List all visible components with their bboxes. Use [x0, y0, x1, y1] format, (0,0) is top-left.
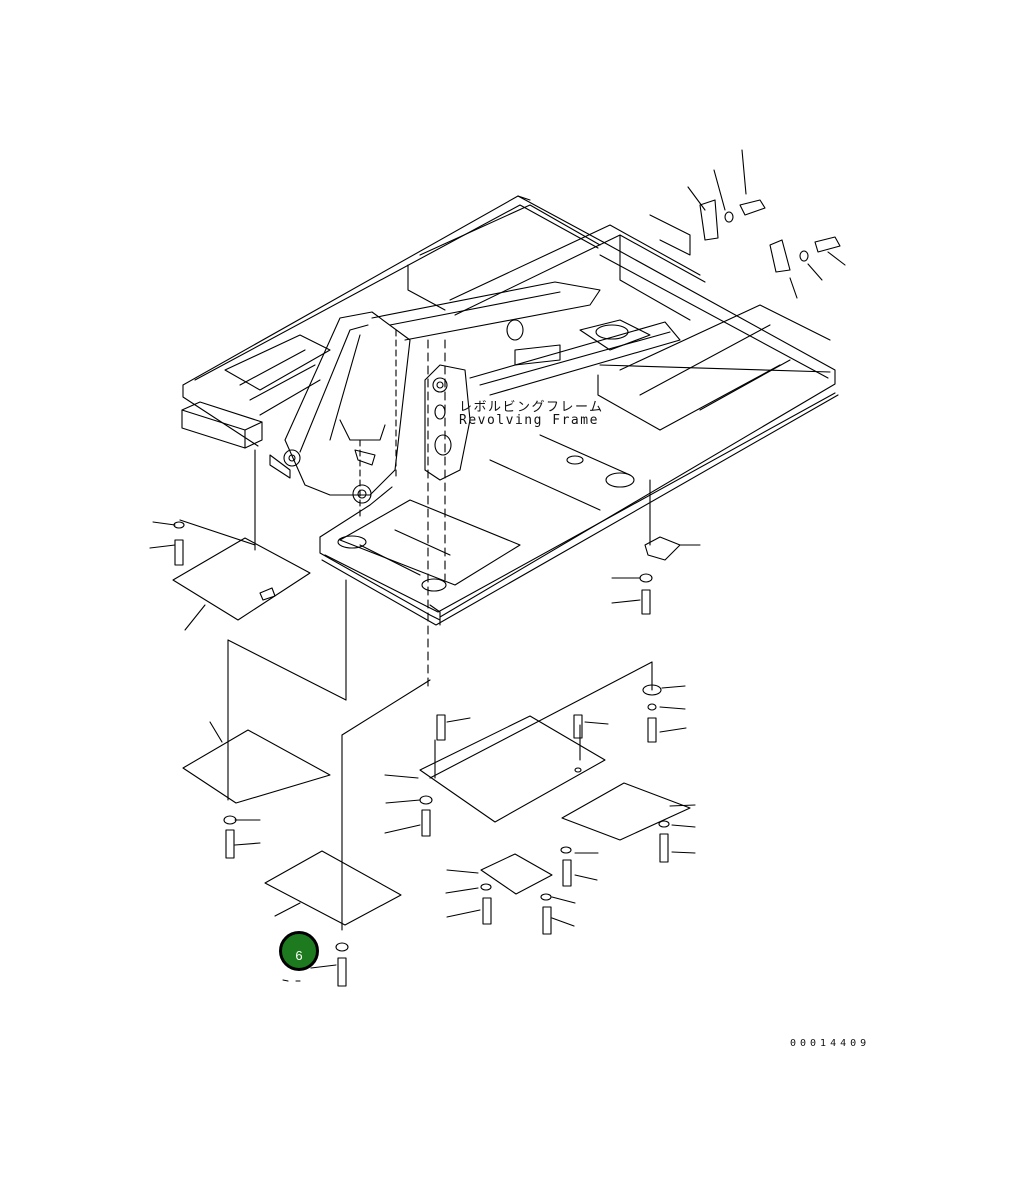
revolving-frame — [181, 195, 841, 691]
assembly-label-english: Revolving Frame — [459, 413, 599, 428]
cover-plate — [419, 715, 606, 823]
cover-plate — [172, 537, 311, 621]
callout-number: 6 — [295, 948, 303, 963]
cover-plate — [644, 536, 681, 561]
cover-plate — [561, 782, 691, 841]
assembly-label-japanese: レボルビングフレーム — [459, 400, 604, 415]
under-covers — [149, 149, 846, 987]
cover-plate — [480, 853, 553, 895]
cover-plate — [264, 850, 402, 926]
drawing-number: 00014409 — [790, 1038, 871, 1049]
cover-plate — [182, 729, 331, 804]
part-callout-marker[interactable]: 6 — [279, 931, 319, 971]
